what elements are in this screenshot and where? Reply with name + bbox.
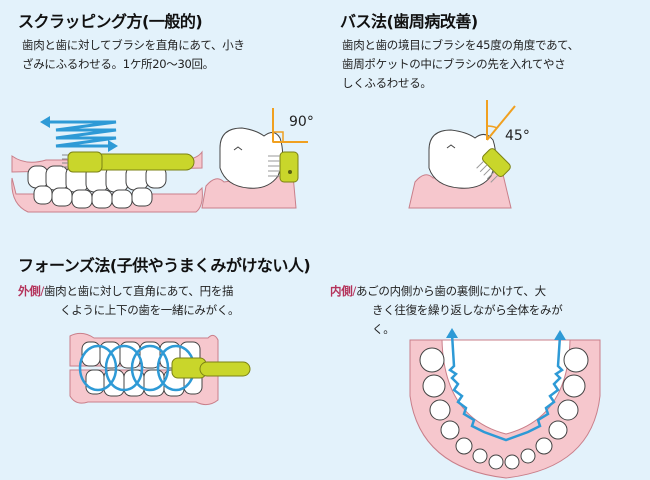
- scrub-angle-label: 90°: [289, 114, 314, 130]
- tooth: [488, 454, 504, 470]
- tooth: [562, 374, 586, 398]
- bass-desc-line-3: しくふるわせる。: [342, 76, 432, 90]
- tooth: [563, 347, 589, 373]
- arrow-head-left: [446, 328, 458, 338]
- bass-tooth-illustration: [408, 100, 516, 209]
- tooth: [504, 454, 520, 470]
- tooth: [455, 437, 473, 455]
- toothbrush-handle: [199, 361, 251, 377]
- tooth: [429, 399, 451, 421]
- scrub-description: 歯肉と歯に対してブラシを直角にあて、小き ざみにふるわせる。1ケ所20〜30回。: [22, 36, 245, 74]
- tooth: [143, 369, 165, 397]
- outer-desc-line-1: 歯肉と歯に対して直角にあて、円を描: [43, 284, 234, 298]
- tooth: [71, 189, 93, 209]
- arrow-head-right: [554, 330, 566, 340]
- tooth: [520, 448, 536, 464]
- outer-label: 外側: [18, 284, 41, 298]
- outer-desc-line-2: くように上下の歯を一緒にみがく。: [60, 303, 240, 317]
- fones-inner-arch-illustration: [409, 328, 601, 479]
- scrub-desc-line-2: ざみにふるわせる。1ケ所20〜30回。: [22, 57, 214, 71]
- fones-title: フォーンズ法(子供やうまくみがけない人): [18, 256, 311, 275]
- tooth: [548, 420, 568, 440]
- inner-desc-line-2: きく往復を繰り返しながら全体をみが: [372, 303, 563, 317]
- tooth: [419, 347, 445, 373]
- tooth: [51, 187, 73, 207]
- zigzag-arrow: [46, 120, 117, 148]
- scrub-front-teeth-illustration: [11, 116, 203, 213]
- tooth: [131, 187, 153, 207]
- arrow-head-right: [108, 140, 118, 152]
- fones-inner-description: 内側/あごの内側から歯の裏側にかけて、大 きく往復を繰り返しながら全体をみが く…: [330, 282, 640, 339]
- outer-slash: /: [40, 284, 44, 298]
- inner-desc-line-1: あごの内側から歯の裏側にかけて、大: [355, 284, 546, 298]
- tooth: [33, 185, 53, 205]
- fones-outer-illustration: [69, 332, 251, 406]
- tooth: [91, 189, 113, 209]
- tooth-crown: [428, 129, 497, 189]
- inner-label: 内側: [330, 284, 353, 298]
- toothbrush-head: [67, 151, 103, 173]
- toothbrush-head: [279, 151, 299, 183]
- tooth: [27, 165, 49, 189]
- scrub-title: スクラッピング方(一般的): [18, 12, 203, 31]
- inner-desc-line-3: く。: [372, 322, 395, 336]
- bass-description: 歯肉と歯の境目にブラシを45度の角度であて、 歯周ポケットの中にブラシの先を入れ…: [342, 36, 579, 93]
- inner-slash: /: [352, 284, 356, 298]
- bass-title: バス法(歯周病改善): [340, 12, 478, 31]
- scrub-desc-line-1: 歯肉と歯に対してブラシを直角にあて、小き: [22, 38, 245, 52]
- tooth: [472, 448, 488, 464]
- tooth: [45, 165, 69, 191]
- arrow-head-left: [40, 116, 50, 128]
- bass-desc-line-1: 歯肉と歯の境目にブラシを45度の角度であて、: [342, 38, 579, 52]
- bass-angle-label: 45°: [505, 128, 530, 144]
- inner-path-arrow: [448, 333, 564, 442]
- fones-outer-description: 外側/歯肉と歯に対して直角にあて、円を描 くように上下の歯を一緒にみがく。: [18, 282, 318, 320]
- tooth: [422, 374, 446, 398]
- tongue-area: [441, 339, 571, 435]
- tooth: [111, 189, 133, 209]
- toothbrush-handle: [87, 153, 195, 171]
- bass-desc-line-2: 歯周ポケットの中にブラシの先を入れてやさ: [342, 57, 566, 71]
- tooth: [557, 399, 579, 421]
- tooth: [440, 420, 460, 440]
- scrub-side-tooth-illustration: [201, 108, 308, 209]
- tooth: [535, 437, 553, 455]
- tooth-crown: [219, 127, 284, 189]
